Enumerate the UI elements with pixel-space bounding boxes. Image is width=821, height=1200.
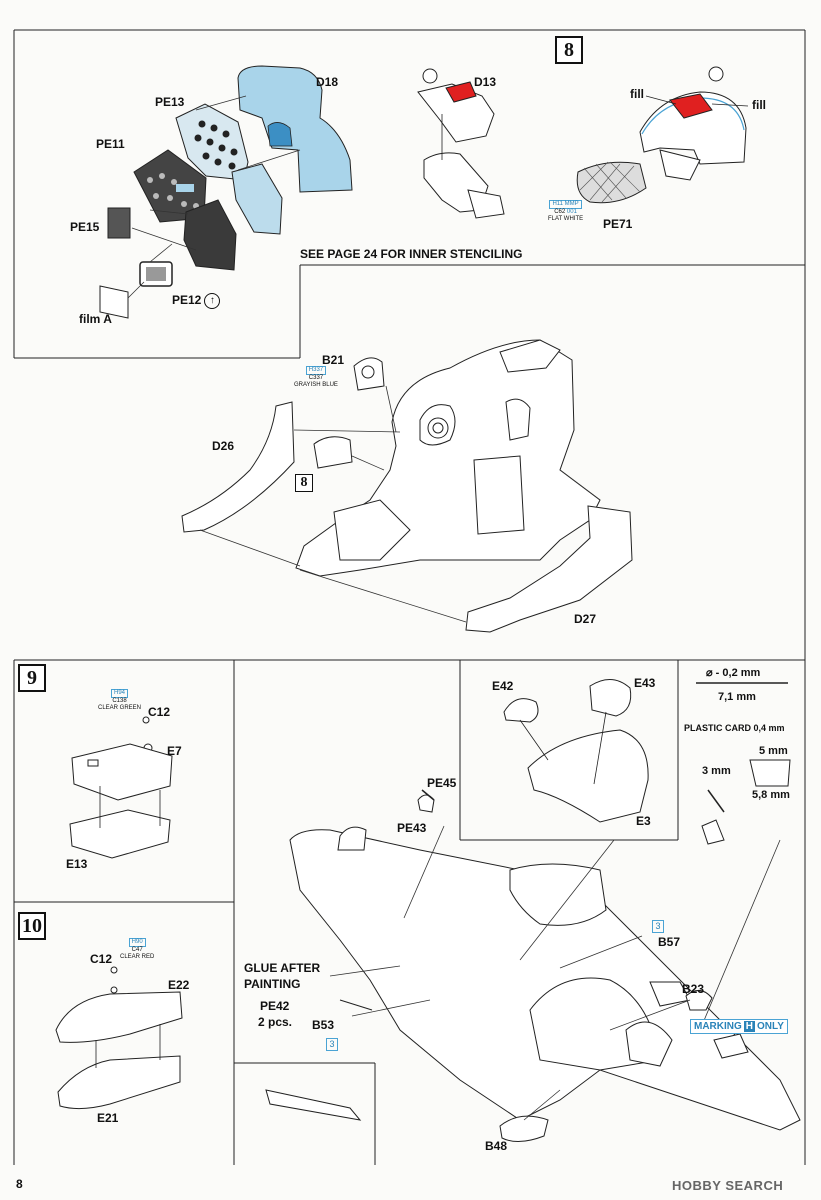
step-10-badge: 10	[18, 912, 46, 940]
b21-color-code: H337 C337 GRAYISH BLUE	[294, 366, 338, 389]
pe11-panel-drawing	[133, 149, 207, 223]
label-pe15: PE15	[70, 220, 100, 234]
inner-stenciling-note: SEE PAGE 24 FOR INNER STENCILING	[300, 247, 523, 261]
step10-color-name: CLEAR RED	[120, 954, 155, 960]
pe71-c-code: C62 001	[554, 209, 577, 215]
spec-diameter: ⌀ - 0,2 mm	[706, 667, 761, 679]
step9-drawing	[69, 716, 173, 859]
label-b57: B57	[658, 935, 681, 949]
main-fuselage-drawing	[265, 789, 801, 1142]
pe71-h-code: H11 MMP	[549, 200, 582, 209]
spec-dim-3mm: 3 mm	[702, 765, 731, 777]
step9-label-c12: C12	[148, 705, 171, 719]
pe15-drawing	[107, 207, 131, 239]
step9-c12-color-code: H94 C138 CLEAR GREEN	[98, 689, 141, 712]
step10-c12-color-code: H90 C47 CLEAR RED	[120, 938, 154, 961]
label-e3: E3	[636, 814, 651, 828]
step10-label-c12: C12	[90, 952, 113, 966]
label-d26: D26	[212, 439, 235, 453]
label-pe11: PE11	[96, 137, 125, 151]
label-pe12-text: PE12	[172, 293, 202, 308]
hobby-search-watermark: HOBBY SEARCH	[672, 1178, 784, 1193]
step10-label-e22: E22	[168, 978, 190, 992]
label-d18: D18	[316, 75, 339, 89]
b21-h-code: H337	[305, 366, 327, 375]
label-d13: D13	[474, 75, 497, 89]
pe71-color-code: H11 MMP C62 001 FLAT WHITE	[548, 200, 583, 223]
spec-drawings	[696, 682, 791, 845]
step10-c-code: C47	[131, 947, 143, 953]
d13-drawing	[417, 68, 505, 219]
assembly-guides-main	[329, 825, 781, 1121]
label-b21: B21	[322, 353, 345, 367]
step-9-badge: 9	[18, 664, 46, 692]
label-e43: E43	[634, 676, 656, 690]
glue-note-line1: GLUE AFTER	[244, 961, 321, 975]
d18-panel-drawing	[237, 65, 353, 193]
label-fill-left: fill	[630, 87, 644, 101]
label-pe13: PE13	[155, 95, 185, 109]
label-pe45: PE45	[427, 776, 457, 790]
assembly-guides-mid	[199, 385, 601, 623]
label-pe42: PE42	[260, 999, 290, 1013]
label-b48: B48	[485, 1139, 508, 1153]
assembly-guides-top	[127, 95, 301, 299]
glue-note-line2: PAINTING	[244, 977, 301, 991]
step9-c-code: C138	[112, 698, 127, 704]
label-e42: E42	[492, 679, 514, 693]
marking-prefix: MARKING	[694, 1021, 742, 1032]
step9-label-e13: E13	[66, 857, 88, 871]
step9-color-name: CLEAR GREEN	[98, 705, 142, 711]
marking-suffix: ONLY	[757, 1021, 784, 1032]
label-pe71: PE71	[603, 217, 633, 231]
spec-plastic-card: PLASTIC CARD 0,4 mm	[684, 723, 785, 733]
step10-label-e21: E21	[97, 1111, 119, 1125]
step10-drawing	[55, 966, 183, 1110]
label-fill-right: fill	[752, 98, 766, 112]
label-pe43: PE43	[397, 821, 427, 835]
callout-number-b53: 3	[326, 1038, 338, 1051]
step10-h-code: H90	[128, 938, 146, 947]
step-8-badge: 8	[555, 36, 583, 64]
pe71-drawing	[576, 66, 749, 204]
canopy-inset-drawing	[503, 679, 649, 823]
panel-frames	[13, 29, 806, 1165]
label-b53: B53	[312, 1018, 335, 1032]
pe12-drawing	[99, 261, 173, 319]
b21-c-code: C337	[308, 375, 324, 381]
step9-label-e7: E7	[167, 744, 182, 758]
side-panel-drawing	[231, 163, 283, 235]
label-pe42-qty: 2 pcs.	[258, 1015, 293, 1029]
console-drawing	[183, 199, 237, 271]
label-d27: D27	[574, 612, 597, 626]
b21-color-name: GRAYISH BLUE	[294, 382, 338, 388]
fuselage-assembly-drawing	[181, 339, 633, 633]
pe71-color-name: FLAT WHITE	[548, 216, 584, 222]
marking-h-icon: H	[743, 1021, 756, 1032]
spec-dim-5mm: 5 mm	[759, 745, 788, 757]
label-film-a: film A	[79, 312, 112, 326]
spec-dim-58mm: 5,8 mm	[752, 789, 790, 801]
callout-number-b57: 3	[652, 920, 664, 933]
label-pe12: PE12↑	[172, 293, 221, 309]
page-number: 8	[16, 1177, 23, 1191]
step-8-reference-badge: 8	[295, 474, 313, 492]
spec-length: 7,1 mm	[718, 691, 756, 703]
label-b23: B23	[682, 982, 705, 996]
up-arrow-icon: ↑	[204, 293, 221, 309]
step9-h-code: H94	[111, 689, 129, 698]
